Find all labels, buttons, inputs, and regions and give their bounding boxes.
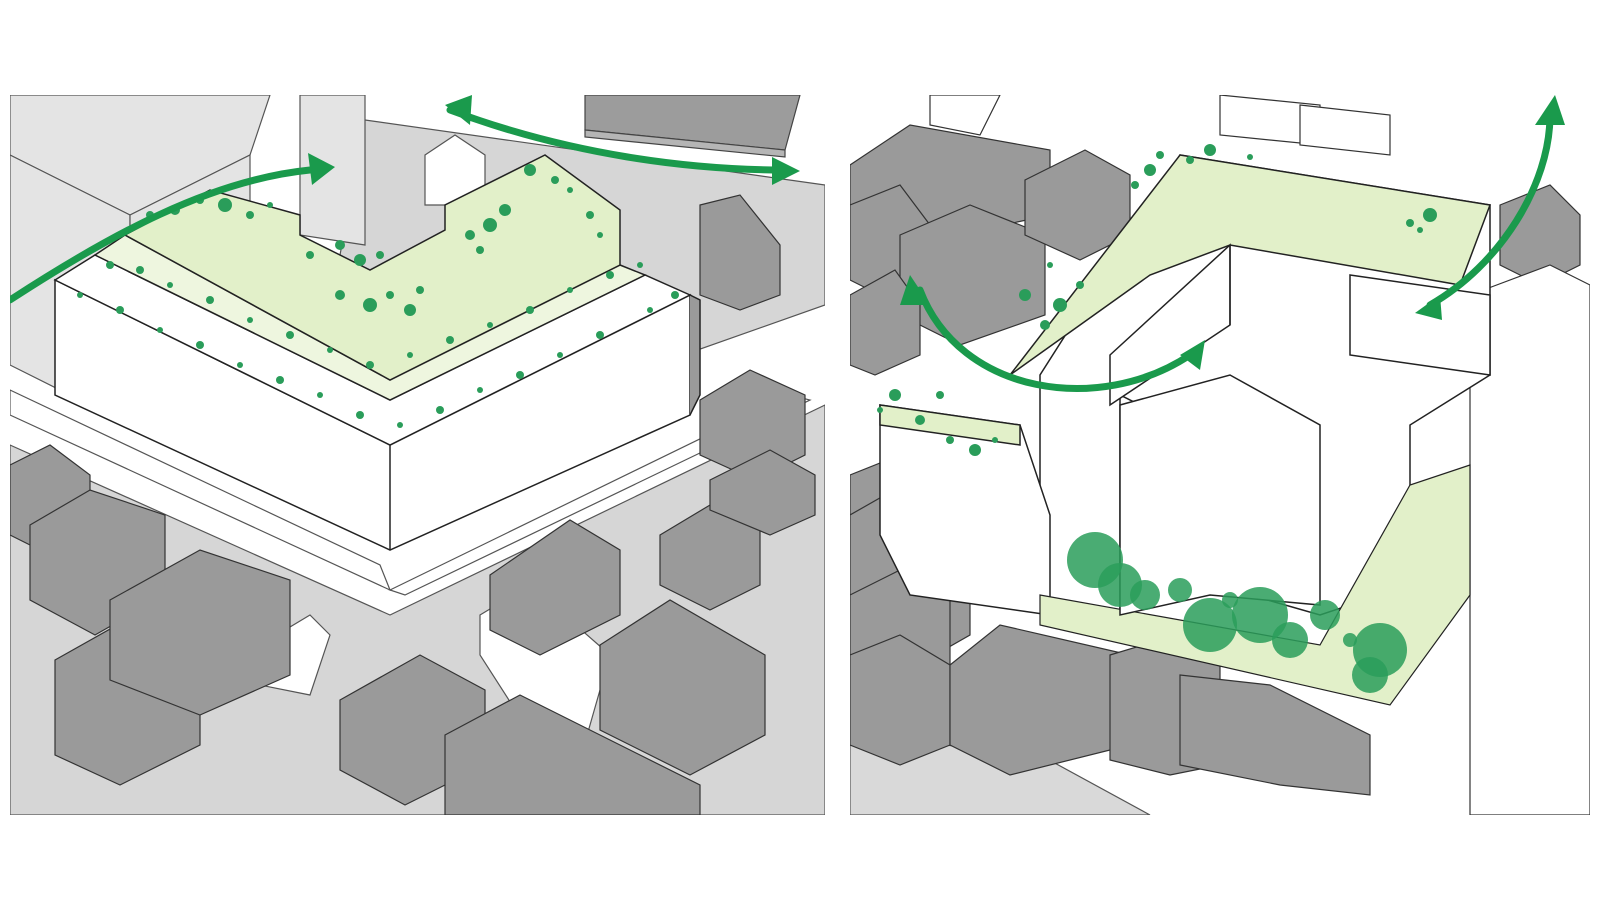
roof-vegetation-dots [77,164,679,428]
left-diagram-panel [10,95,825,815]
air-flow-arrows [10,106,789,304]
air-flow-arrows [916,111,1554,392]
right-diagram-panel [850,95,1590,815]
dark-building-top-right [584,95,801,158]
arrowheads [900,95,1565,370]
right-axonometric-diagram [850,95,1590,815]
main-u-building [879,154,1492,616]
roof-vegetation-dots [877,144,1437,456]
courtyard-block [1119,374,1321,616]
left-axonometric-diagram [10,95,825,815]
courtyard-trees [1067,532,1407,693]
arrowheads [308,95,800,185]
context-buildings-dark [10,194,816,815]
context-buildings-light [929,95,1590,815]
